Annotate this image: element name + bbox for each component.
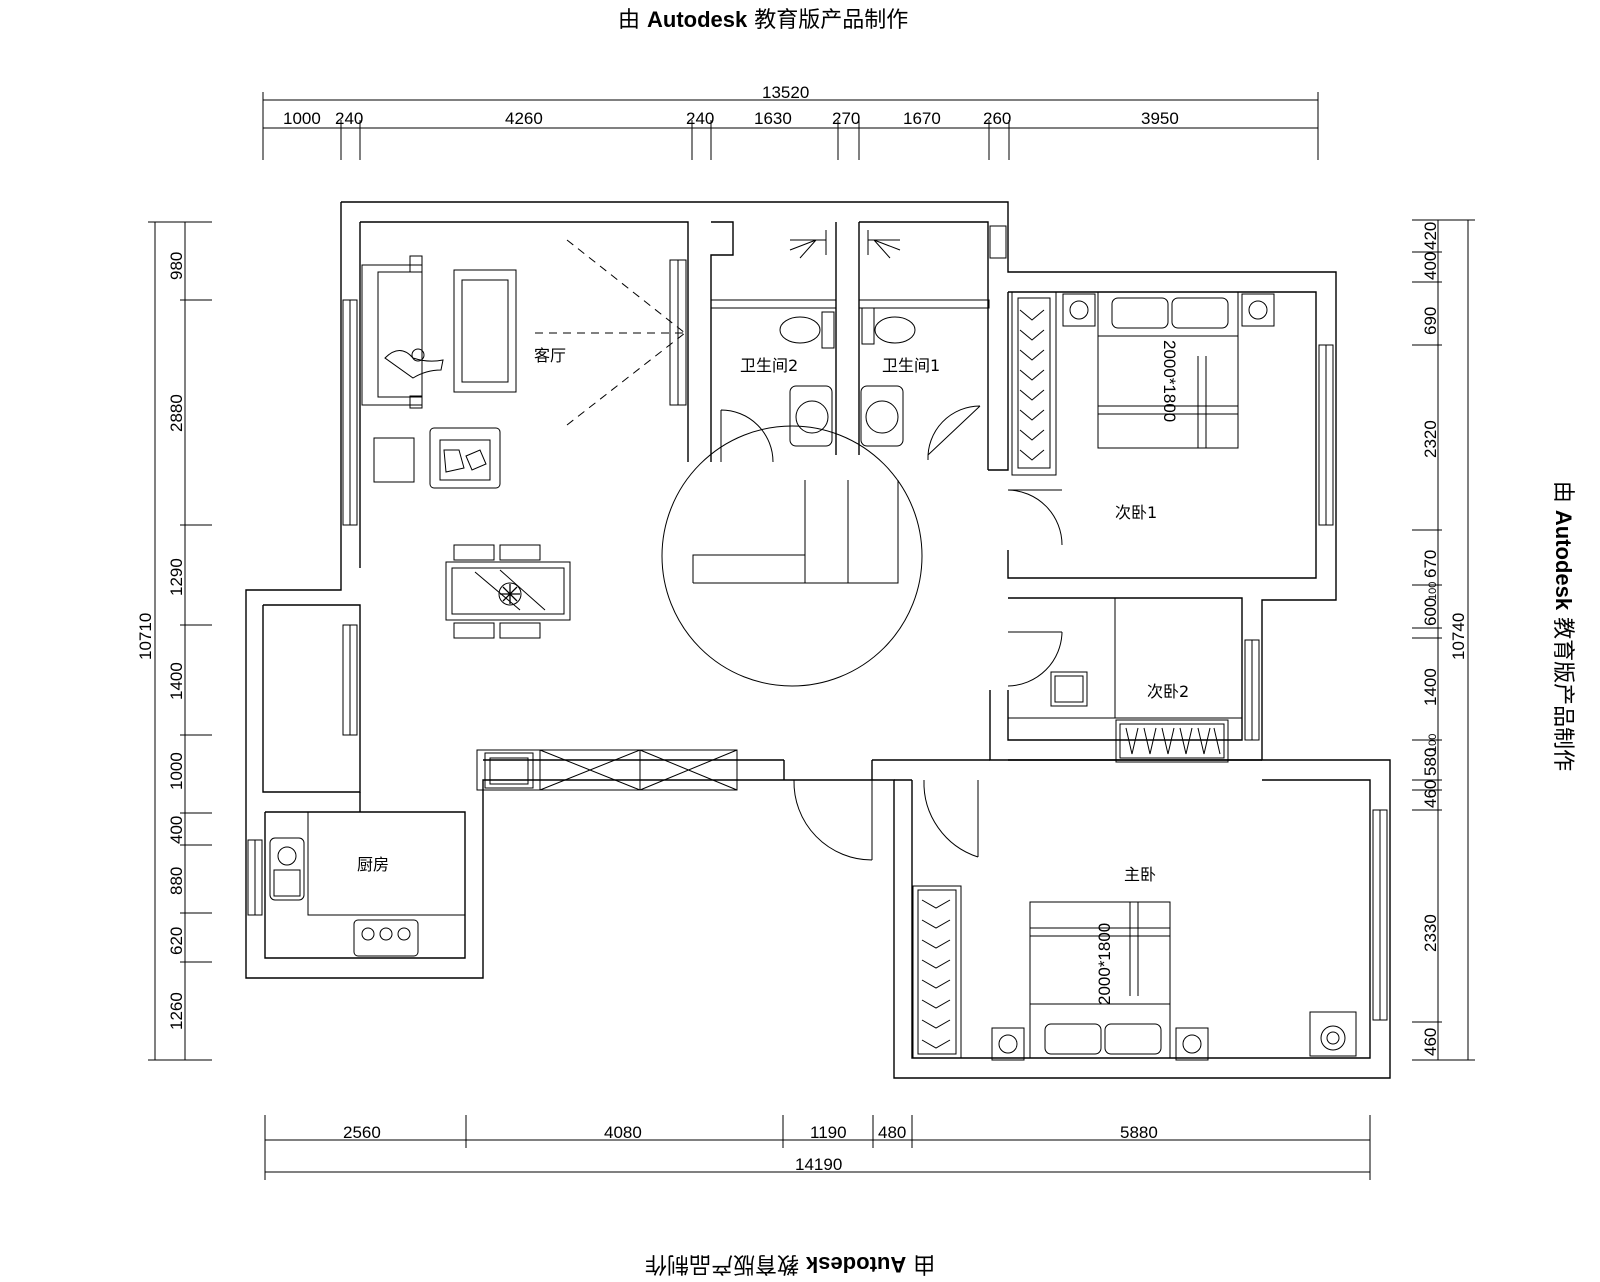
dim-right-seg: 460 bbox=[1421, 1028, 1440, 1056]
dim-right-seg: 1400 bbox=[1421, 668, 1440, 706]
living-room-furniture bbox=[362, 240, 685, 638]
dimension-right: 10740 420 400 690 2320 670 600 100 1400 … bbox=[1412, 220, 1475, 1060]
dim-left-seg: 1000 bbox=[167, 752, 186, 790]
dim-left-seg: 1260 bbox=[167, 992, 186, 1030]
bathroom-fixtures bbox=[711, 230, 989, 446]
bedroom1-furniture: 2000*1800 bbox=[1012, 292, 1274, 475]
room-label-bedroom1: 次卧1 bbox=[1115, 503, 1157, 522]
dim-top-total: 13520 bbox=[762, 83, 809, 102]
bed-size-label: 2000*1800 bbox=[1160, 340, 1179, 422]
dimension-top: 13520 1000 240 4260 240 1630 270 1670 26… bbox=[263, 83, 1318, 160]
dim-left-seg: 400 bbox=[167, 816, 186, 844]
doors bbox=[721, 406, 1062, 860]
dim-top-seg: 1670 bbox=[903, 109, 941, 128]
dim-top-seg: 240 bbox=[335, 109, 363, 128]
dim-left-seg: 1290 bbox=[167, 558, 186, 596]
dim-right-seg: 420 bbox=[1421, 222, 1440, 250]
dim-top-seg: 260 bbox=[983, 109, 1011, 128]
dim-right-seg: 600 bbox=[1421, 598, 1440, 626]
dim-left-seg: 880 bbox=[167, 867, 186, 895]
dim-bottom-seg: 4080 bbox=[604, 1123, 642, 1142]
dim-top-seg: 4260 bbox=[505, 109, 543, 128]
dim-right-seg: 2320 bbox=[1421, 420, 1440, 458]
dim-right-seg: 400 bbox=[1421, 252, 1440, 280]
dim-right-seg: 100 bbox=[1427, 582, 1439, 600]
dim-top-seg: 270 bbox=[832, 109, 860, 128]
room-label-living: 客厅 bbox=[534, 346, 566, 365]
dim-left-seg: 1400 bbox=[167, 662, 186, 700]
dim-left-seg: 620 bbox=[167, 927, 186, 955]
dimension-left: 10710 980 2880 1290 1400 1000 400 880 62… bbox=[136, 222, 212, 1060]
dim-right-seg: 670 bbox=[1421, 550, 1440, 578]
dim-bottom-seg: 1190 bbox=[810, 1123, 847, 1142]
bedroom2-furniture bbox=[1008, 598, 1242, 762]
dim-right-seg: 460 bbox=[1421, 780, 1440, 808]
dim-top-seg: 3950 bbox=[1141, 109, 1179, 128]
bed-size-label: 2000*1800 bbox=[1095, 923, 1114, 1005]
dim-bottom-total: 14190 bbox=[795, 1155, 842, 1174]
dim-right-seg: 100 bbox=[1427, 734, 1439, 752]
circle-marker bbox=[662, 426, 922, 686]
dim-left-seg: 2880 bbox=[167, 394, 186, 432]
room-labels: 客厅 卫生间2 卫生间1 次卧1 次卧2 主卧 厨房 bbox=[357, 346, 1189, 884]
master-furniture: 2000*1800 bbox=[913, 886, 1356, 1060]
dim-top-seg: 240 bbox=[686, 109, 714, 128]
dimension-bottom: 2560 4080 1190 480 5880 14190 bbox=[265, 1115, 1370, 1180]
dim-right-total: 10740 bbox=[1449, 613, 1468, 660]
room-label-kitchen: 厨房 bbox=[357, 855, 389, 874]
room-label-master: 主卧 bbox=[1124, 865, 1156, 884]
dim-top-seg: 1630 bbox=[754, 109, 792, 128]
windows bbox=[248, 226, 1387, 1020]
dim-bottom-seg: 2560 bbox=[343, 1123, 381, 1142]
dim-right-seg: 2330 bbox=[1421, 914, 1440, 952]
room-label-bath1: 卫生间1 bbox=[882, 356, 940, 375]
dim-top-seg: 1000 bbox=[283, 109, 321, 128]
kitchen-furniture bbox=[265, 750, 737, 956]
dim-left-seg: 980 bbox=[167, 252, 186, 280]
room-label-bedroom2: 次卧2 bbox=[1147, 682, 1189, 701]
sofa-l-outline bbox=[693, 480, 898, 583]
dim-bottom-seg: 480 bbox=[878, 1123, 906, 1142]
dim-bottom-seg: 5880 bbox=[1120, 1123, 1158, 1142]
room-label-bath2: 卫生间2 bbox=[740, 356, 798, 375]
dim-left-total: 10710 bbox=[136, 613, 155, 660]
dim-right-seg: 690 bbox=[1421, 307, 1440, 335]
